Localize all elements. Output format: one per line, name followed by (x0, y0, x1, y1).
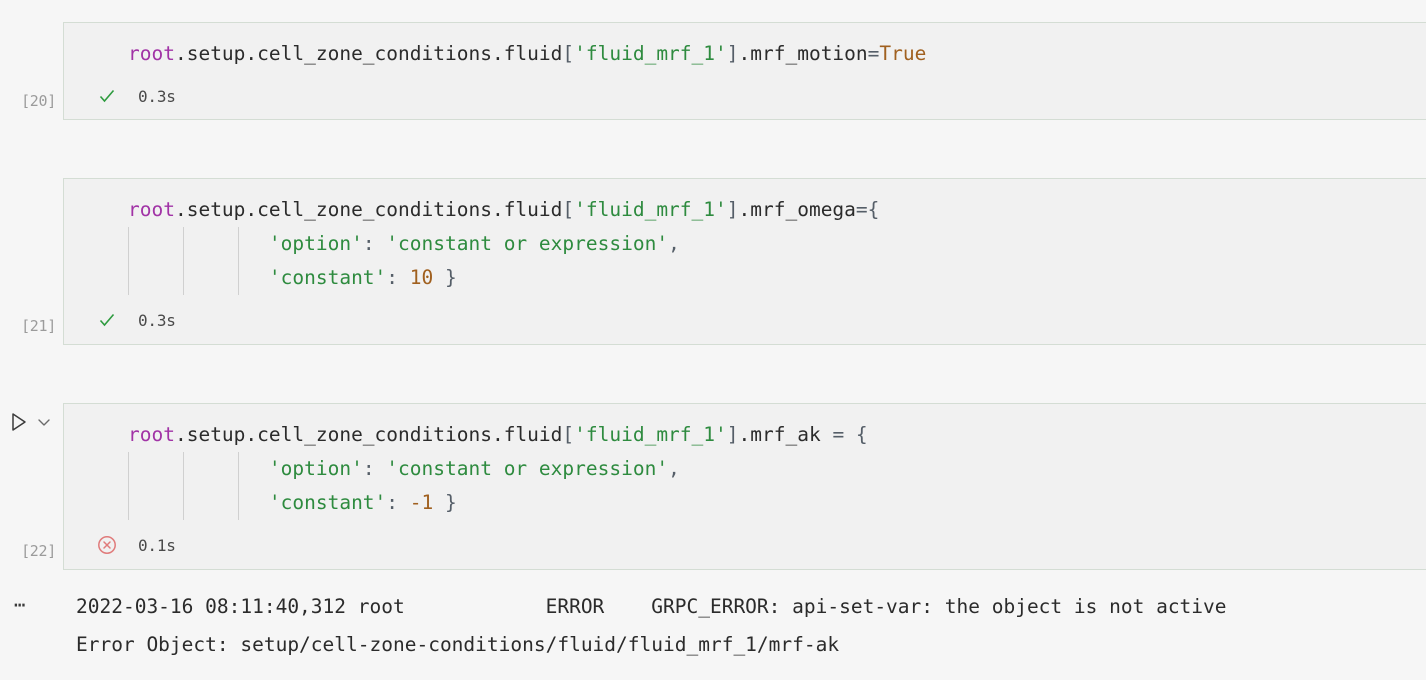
code-token: 'constant or expression' (386, 232, 669, 255)
cell-duration: 0.3s (138, 310, 176, 330)
code-token: True (879, 42, 927, 65)
notebook-cell[interactable]: root.setup.cell_zone_conditions.fluid['f… (63, 178, 1426, 345)
code-token: [ (562, 423, 575, 446)
code-token: 'option' (268, 457, 363, 480)
code-token: 'fluid_mrf_1' (574, 198, 727, 221)
output-line: Error Object: setup/cell-zone-conditions… (76, 633, 840, 656)
code-token: { (867, 198, 880, 221)
output-line: 2022-03-16 08:11:40,312 root ERROR GRPC_… (76, 595, 1227, 618)
code-token (128, 457, 269, 480)
code-token: .mrf_ak (738, 423, 833, 446)
code-line[interactable]: root.setup.cell_zone_conditions.fluid['f… (64, 193, 1426, 227)
notebook-cell[interactable]: root.setup.cell_zone_conditions.fluid['f… (63, 403, 1426, 570)
code-line[interactable]: root.setup.cell_zone_conditions.fluid['f… (64, 37, 1426, 71)
code-line[interactable]: 'constant': 10 } (64, 261, 1426, 295)
code-token: 'fluid_mrf_1' (574, 42, 727, 65)
code-token: [ (562, 198, 575, 221)
ellipsis-icon[interactable]: ⋯ (14, 594, 28, 616)
code-line[interactable]: 'option': 'constant or expression', (64, 452, 1426, 486)
code-token: : (362, 457, 387, 480)
code-token: { (855, 423, 868, 446)
code-token: 10 (409, 266, 434, 289)
code-token: root (128, 198, 175, 221)
code-token: 'option' (268, 232, 363, 255)
code-token: .mrf_motion (738, 42, 868, 65)
cell-code-area[interactable]: root.setup.cell_zone_conditions.fluid['f… (64, 404, 1426, 526)
chevron-down-icon[interactable] (36, 414, 52, 430)
code-token: .mrf_omega (738, 198, 856, 221)
code-token: [ (562, 42, 575, 65)
code-token: , (668, 232, 680, 255)
code-token: -1 (409, 491, 434, 514)
code-token: : (386, 491, 410, 514)
check-icon (94, 310, 120, 330)
code-token: .setup.cell_zone_conditions.fluid (174, 42, 563, 65)
cell-execution-count: [22] (21, 542, 56, 560)
cell-execution-count: [21] (21, 317, 56, 335)
error-icon (94, 534, 120, 556)
check-icon (94, 86, 120, 106)
code-token: ] (726, 198, 739, 221)
code-token: ] (726, 42, 739, 65)
code-token: .setup.cell_zone_conditions.fluid (174, 198, 563, 221)
code-token: 'constant or expression' (386, 457, 669, 480)
code-token: = (832, 423, 856, 446)
cell-code-area[interactable]: root.setup.cell_zone_conditions.fluid['f… (64, 179, 1426, 301)
code-token: 'constant' (268, 491, 387, 514)
code-token: , (668, 457, 680, 480)
code-token: 'constant' (268, 266, 387, 289)
code-token: = (867, 42, 880, 65)
code-token (128, 491, 269, 514)
code-token: } (433, 491, 457, 514)
code-token: : (386, 266, 410, 289)
cell-status-row: 0.3s (64, 77, 1426, 115)
code-token: } (433, 266, 457, 289)
code-token: ] (726, 423, 739, 446)
code-token: 'fluid_mrf_1' (574, 423, 727, 446)
cell-execution-count: [20] (21, 92, 56, 110)
cell-code-area[interactable]: root.setup.cell_zone_conditions.fluid['f… (64, 23, 1426, 77)
cell-status-row: 0.1s (64, 526, 1426, 564)
code-token (128, 232, 269, 255)
code-token: = (855, 198, 868, 221)
code-line[interactable]: root.setup.cell_zone_conditions.fluid['f… (64, 418, 1426, 452)
cell-status-row: 0.3s (64, 301, 1426, 339)
code-line[interactable]: 'option': 'constant or expression', (64, 227, 1426, 261)
code-token: : (362, 232, 387, 255)
notebook-cell[interactable]: root.setup.cell_zone_conditions.fluid['f… (63, 22, 1426, 120)
cell-run-controls[interactable] (6, 410, 52, 434)
code-token (128, 266, 269, 289)
code-token: root (128, 423, 175, 446)
cell-duration: 0.3s (138, 86, 176, 106)
cell-duration: 0.1s (138, 535, 176, 555)
code-token: root (128, 42, 175, 65)
cell-output-error: ⋯ 2022-03-16 08:11:40,312 root ERROR GRP… (0, 588, 1426, 664)
run-cell-button[interactable] (6, 410, 30, 434)
code-token: .setup.cell_zone_conditions.fluid (174, 423, 563, 446)
code-line[interactable]: 'constant': -1 } (64, 486, 1426, 520)
